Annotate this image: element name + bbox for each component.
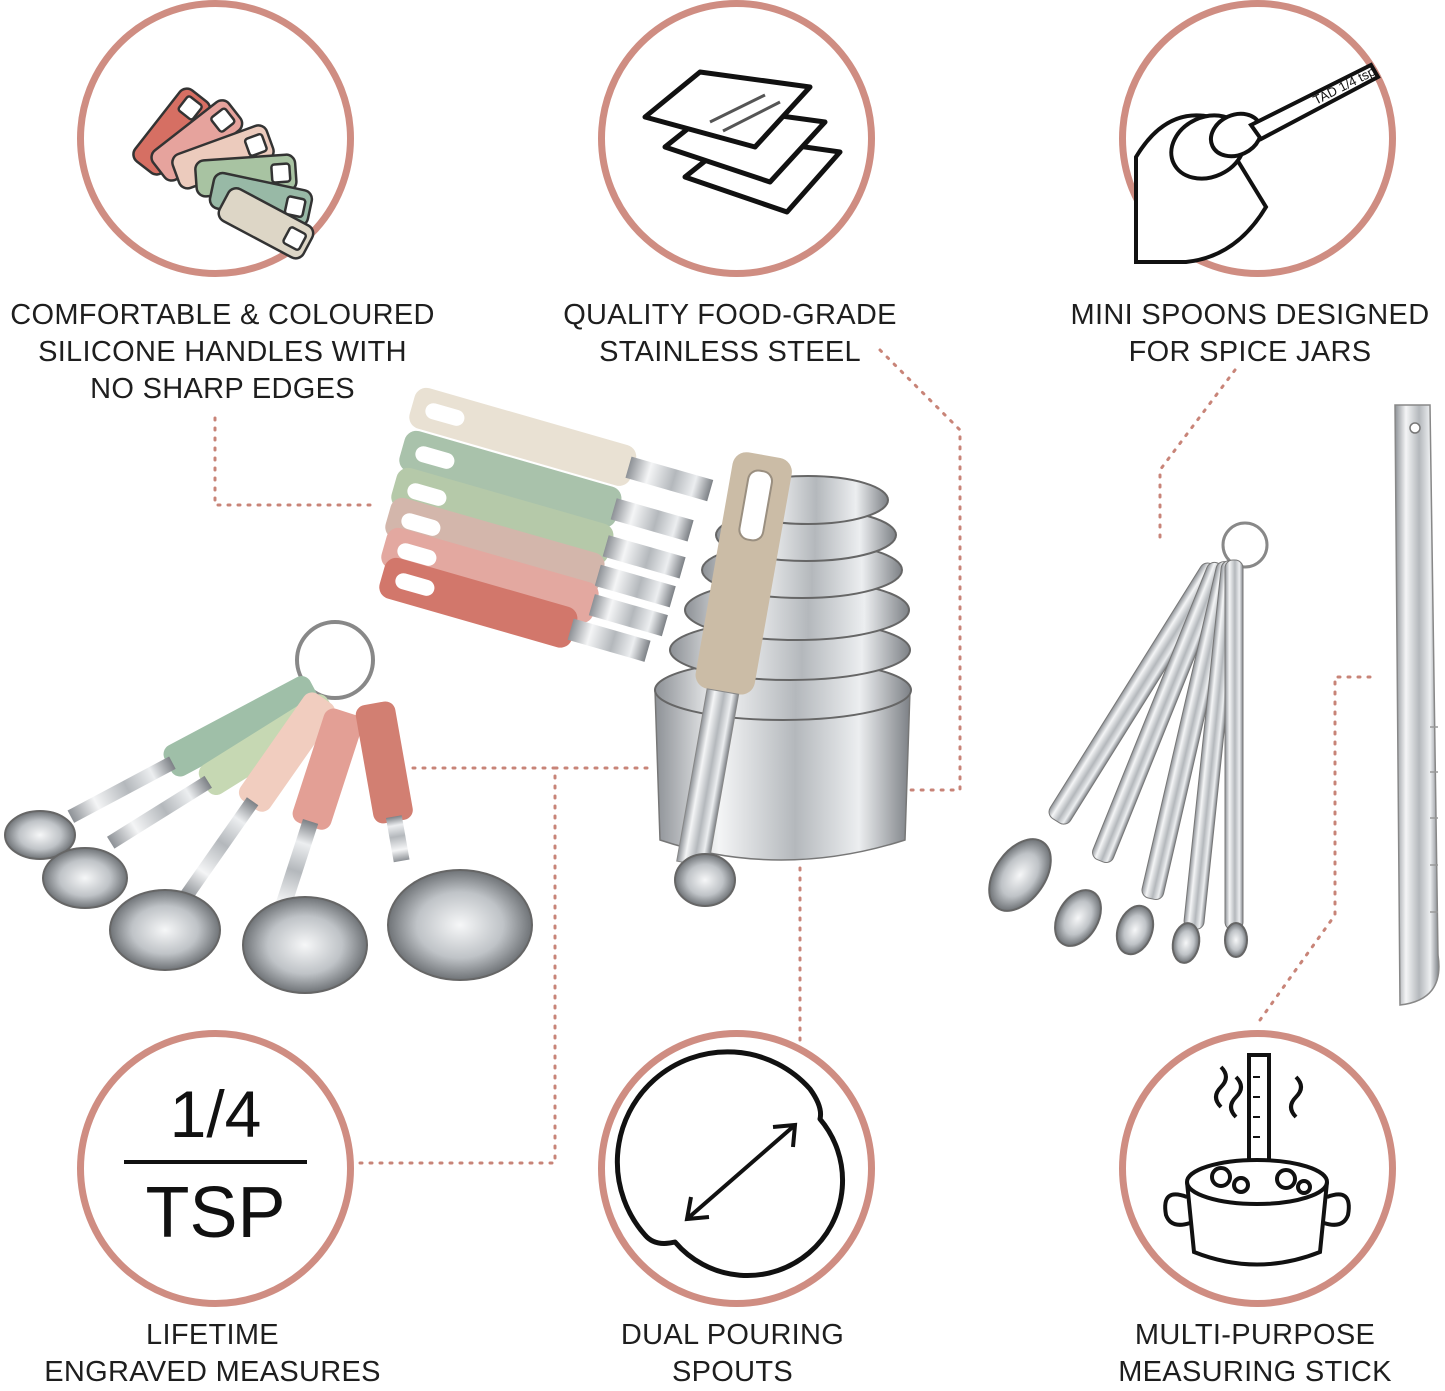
colored-handles-icon	[132, 87, 315, 260]
feature-circle-handles	[77, 0, 354, 277]
feature-caption-mini-spoons: MINI SPOONS DESIGNED FOR SPICE JARS	[1070, 299, 1430, 368]
fraction-numerator: 1/4	[169, 1077, 262, 1151]
feature-caption-handles: COMFORTABLE & COLOURED SILICONE HANDLES …	[10, 299, 435, 405]
measuring-spoons-set	[4, 620, 533, 994]
engraved-fraction-icon: 1/4 TSP	[84, 1037, 347, 1300]
feature-caption-stick: MULTI-PURPOSE MEASURING STICK	[1118, 1319, 1392, 1388]
stacked-steel-sheets-icon	[642, 69, 843, 215]
pot-with-stick-icon	[1163, 1053, 1351, 1267]
feature-circle-stick	[1119, 1030, 1396, 1307]
measuring-stick	[1394, 404, 1440, 1006]
feature-caption-spouts: DUAL POURING SPOUTS	[620, 1319, 845, 1388]
feature-circle-engraved: 1/4 TSP	[77, 1030, 354, 1307]
feature-circle-steel	[598, 0, 875, 277]
fraction-bar	[124, 1160, 307, 1164]
spoon-in-spice-jar-icon: TAD 1/4 tsp	[1134, 62, 1381, 264]
feature-circle-mini-spoons: TAD 1/4 tsp	[1119, 0, 1396, 277]
feature-caption-steel: QUALITY FOOD-GRADE STAINLESS STEEL	[563, 299, 897, 368]
feature-caption-engraved: LIFETIME ENGRAVED MEASURES	[44, 1319, 381, 1388]
small-spoon-eighth-tsp	[674, 452, 792, 907]
feature-circle-spouts	[598, 1030, 875, 1307]
mini-spoons-set	[988, 521, 1269, 964]
cup-handles	[379, 387, 714, 662]
fraction-unit: TSP	[145, 1173, 286, 1253]
pouring-spouts-icon	[614, 1049, 846, 1279]
